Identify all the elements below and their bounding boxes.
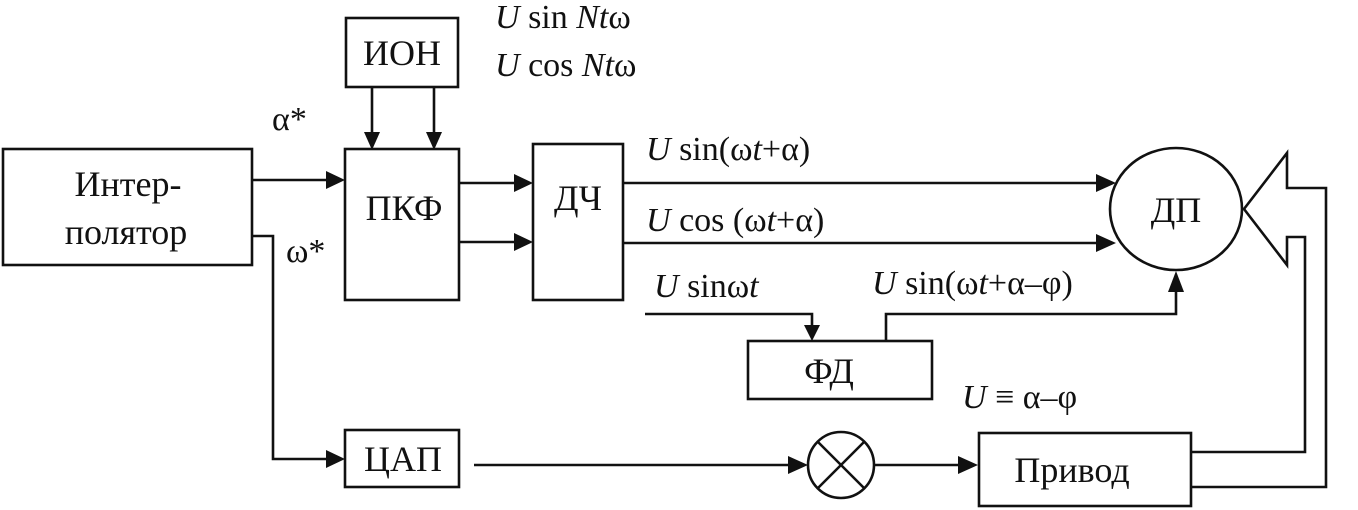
dch-block: ДЧ: [531, 142, 625, 302]
summing-junction: [806, 430, 876, 500]
error-label: U ≡ α–φ: [962, 379, 1077, 416]
pkf-block: ПКФ: [343, 147, 461, 302]
pkf-label: ПКФ: [366, 188, 443, 228]
ion-block: ИОН: [344, 16, 460, 89]
fd-label: ФД: [804, 351, 854, 391]
ref-sin-label: U sin Ntω: [495, 0, 631, 36]
cap-to-sum-arrow: [474, 456, 808, 474]
alpha-star-label: α*: [272, 101, 307, 138]
mechanical-link-arrow: [1192, 149, 1328, 489]
cap-label: ЦАП: [364, 439, 442, 479]
feedback-label: U sin(ωt+α–φ): [872, 265, 1073, 302]
sum-to-drive-arrow: [875, 456, 978, 474]
dp-block: ДП: [1108, 146, 1244, 272]
out-cos-label: U cos (ωt+α): [646, 202, 824, 239]
ion-label: ИОН: [363, 33, 441, 73]
cap-block: ЦАП: [343, 428, 461, 489]
drive-block: Привод: [977, 431, 1193, 508]
dch-to-dp-arrows: [624, 174, 1116, 252]
feedback-arrow: [884, 271, 1184, 341]
interpolator-block: Интер- полятор: [1, 147, 254, 267]
ref-phase-label: U sinωt: [654, 268, 760, 305]
alpha-star-arrow: [253, 171, 345, 189]
omega-star-line: [253, 234, 345, 468]
interpolator-label-line1: Интер-: [75, 164, 182, 204]
out-sin-label: U sin(ωt+α): [646, 131, 810, 168]
ref-phase-arrow: [645, 312, 820, 341]
drive-label: Привод: [1014, 450, 1129, 490]
fd-block: ФД: [746, 339, 934, 401]
interpolator-label-line2: полятор: [65, 212, 188, 252]
ion-to-pkf-arrows: [364, 88, 442, 150]
dp-label: ДП: [1151, 190, 1202, 230]
omega-star-label: ω*: [286, 233, 325, 270]
dch-label: ДЧ: [554, 178, 602, 218]
ref-cos-label: U cos Ntω: [495, 47, 636, 84]
pkf-to-dch-arrows: [460, 174, 533, 251]
